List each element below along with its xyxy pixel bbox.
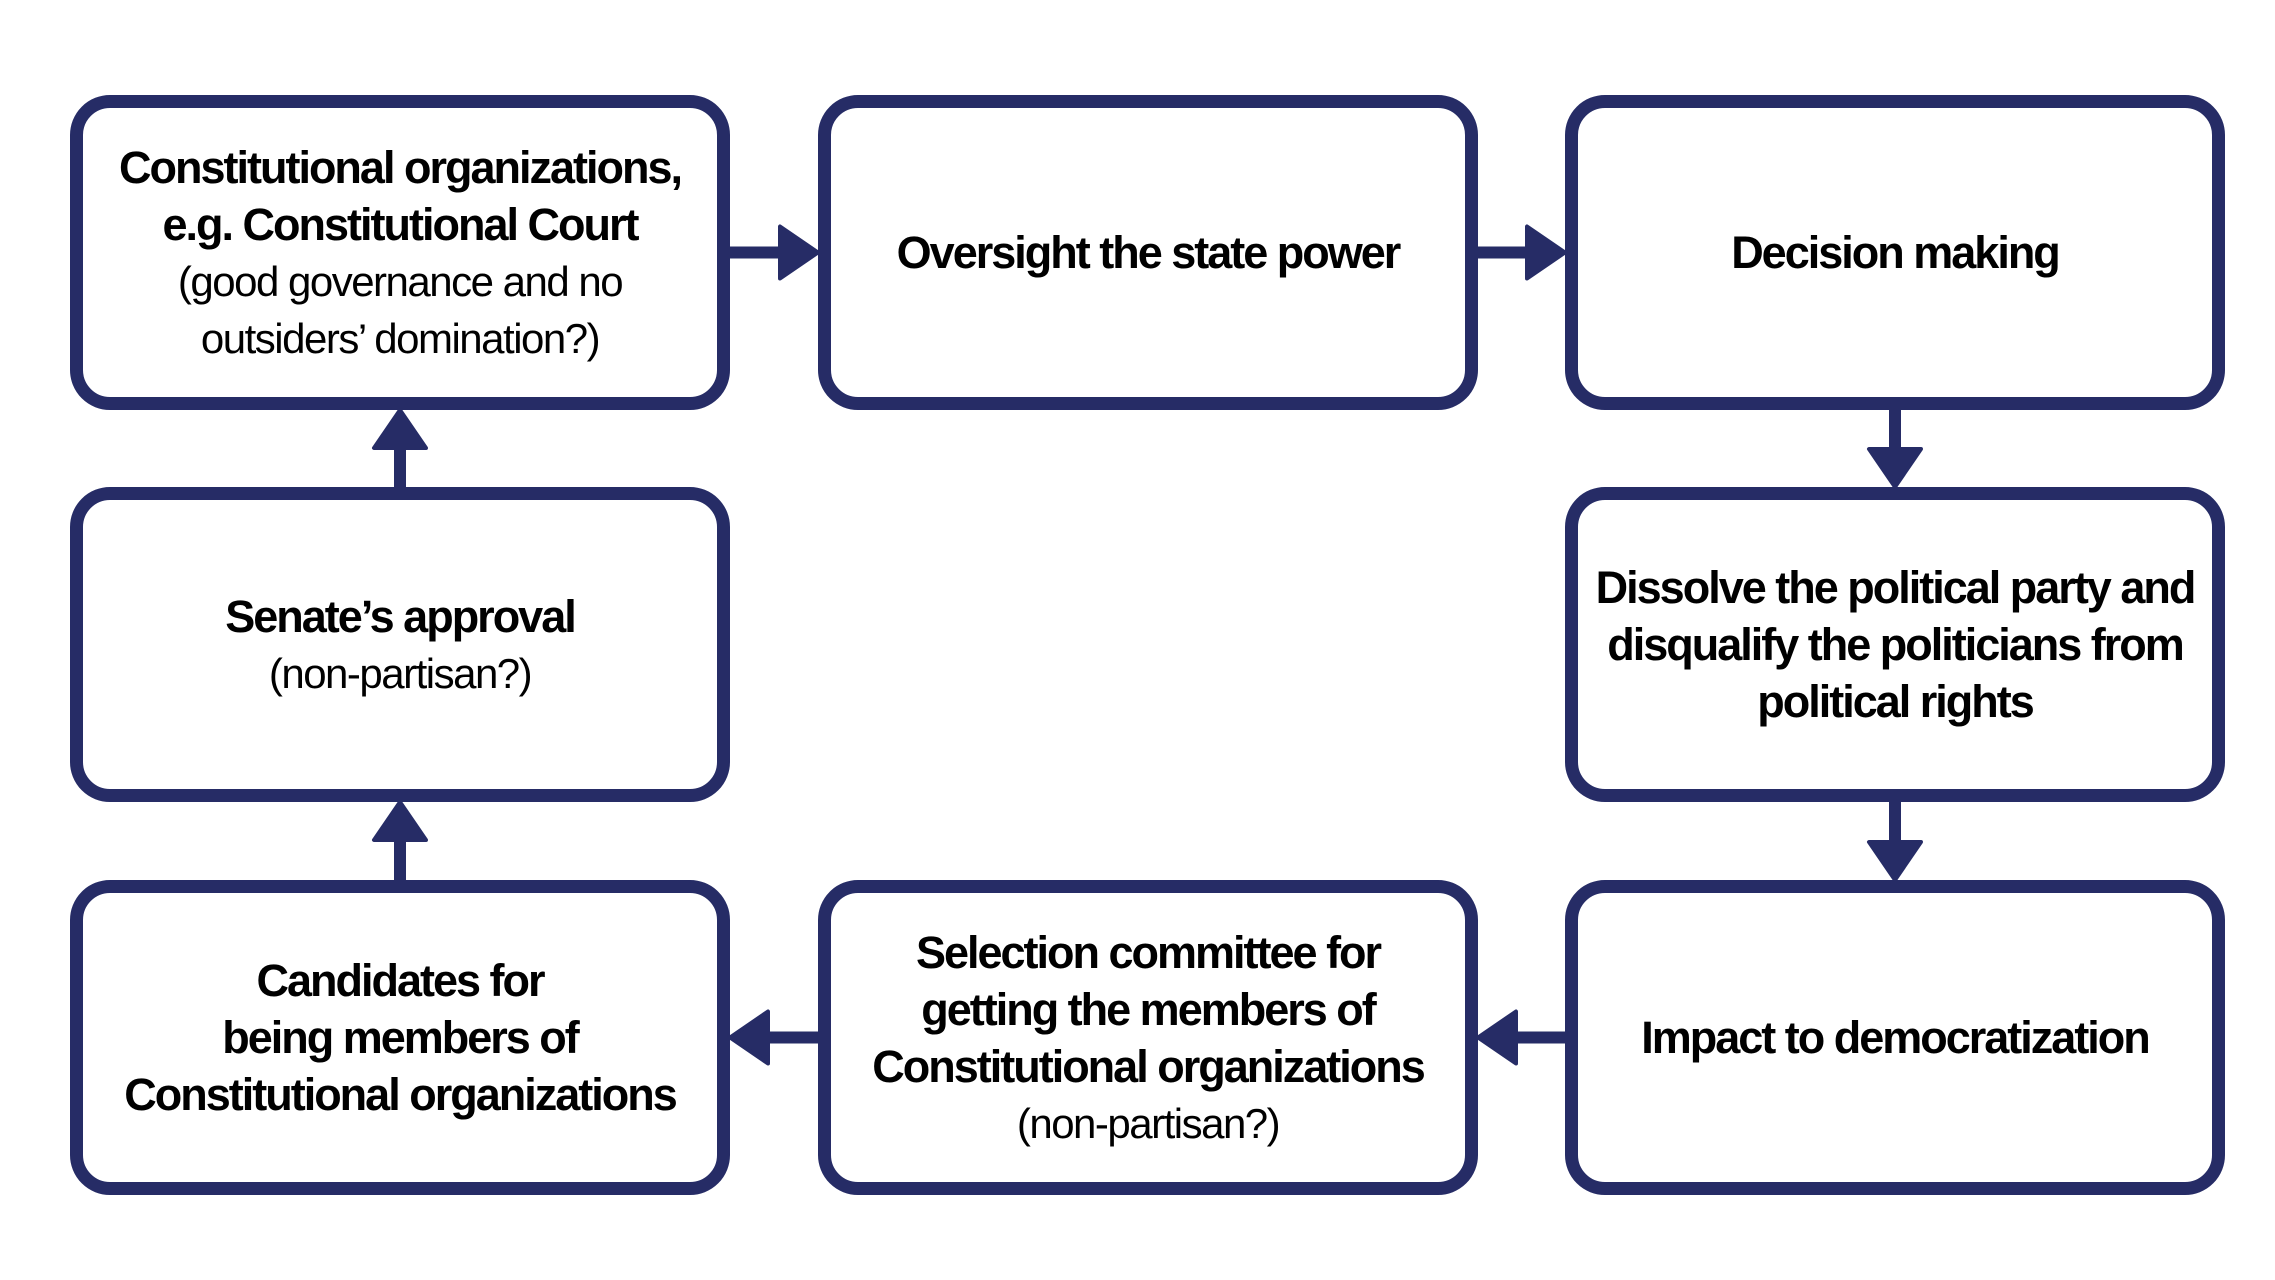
arrow-head	[1867, 447, 1923, 489]
arrow-impact-to-selection	[1476, 1009, 1565, 1066]
node-bold-line: political rights	[1757, 676, 2035, 727]
node-bold-line: Decision making	[1731, 227, 2061, 278]
node-bold-line: Oversight the state power	[896, 227, 1402, 278]
arrow-head	[372, 408, 428, 450]
node-bold-line: Constitutional organizations,	[119, 141, 683, 193]
arrow-head	[778, 224, 820, 281]
arrow-decision-to-dissolve	[1867, 410, 1923, 489]
node-light-line: outsiders’ domination?)	[200, 314, 601, 362]
node-light-line: (good governance and no	[177, 257, 624, 305]
node-bold-line: Impact to democratization	[1641, 1012, 2151, 1063]
node-oversight: Oversight the state power	[818, 95, 1478, 410]
arrow-head	[1525, 224, 1567, 281]
node-bold-line: Selection committee for	[915, 926, 1382, 978]
node-bold-line: Constitutional organizations	[124, 1069, 677, 1120]
node-bold-line: Dissolve the political party and	[1595, 562, 2197, 613]
node-bold-line: disqualify the politicians from	[1607, 619, 2185, 670]
arrow-dissolve-to-impact	[1867, 802, 1923, 882]
node-bold-line: e.g. Constitutional Court	[162, 198, 640, 250]
node-impact-to-democratization: Impact to democratization	[1565, 880, 2225, 1195]
arrow-candidates-to-senate	[372, 800, 428, 880]
node-bold-line: getting the members of	[921, 983, 1377, 1035]
node-light-line: (non-partisan?)	[268, 649, 533, 697]
node-bold-line: being members of	[222, 1012, 580, 1063]
arrow-head	[728, 1009, 770, 1066]
node-bold-line: Candidates for	[256, 955, 545, 1006]
arrow-head	[1867, 840, 1923, 882]
node-light-line: (non-partisan?)	[1016, 1099, 1281, 1147]
arrow-constitutional_orgs-to-oversight	[730, 224, 820, 281]
arrow-oversight-to-decision	[1478, 224, 1567, 281]
node-dissolve-party: Dissolve the political party and disqual…	[1565, 487, 2225, 802]
node-senate-approval: Senate’s approval (non-partisan?)	[70, 487, 730, 802]
node-decision-making: Decision making	[1565, 95, 2225, 410]
node-bold-line: Senate’s approval	[225, 590, 576, 642]
arrow-selection-to-candidates	[728, 1009, 818, 1066]
node-constitutional-organizations: Constitutional organizations, e.g. Const…	[70, 95, 730, 410]
arrow-head	[1476, 1009, 1518, 1066]
arrow-head	[372, 800, 428, 842]
node-bold-line: Constitutional organizations	[872, 1040, 1425, 1092]
node-selection-committee: Selection committee for getting the memb…	[818, 880, 1478, 1195]
arrow-senate-to-constitutional_orgs	[372, 408, 428, 487]
node-candidates: Candidates for being members of Constitu…	[70, 880, 730, 1195]
